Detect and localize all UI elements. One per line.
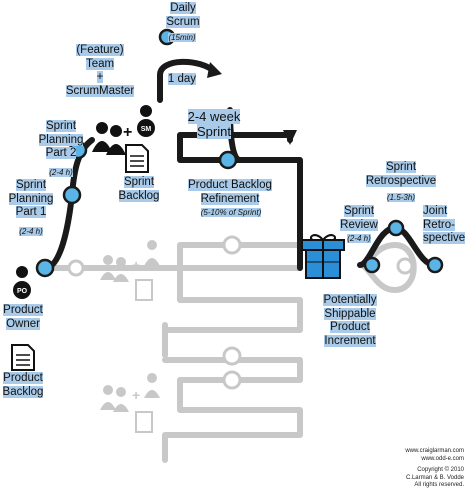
label-sprint-retrospective-time: (1.5-3h): [386, 193, 415, 202]
credit-rights: All rights reserved.: [414, 482, 464, 488]
label-sprint-planning-2: Sprint Planning Part 2: [38, 120, 84, 160]
svg-text:+: +: [132, 387, 140, 403]
label-joint-retrospective: Joint Retro- spective: [423, 205, 466, 245]
product-backlog-document-icon: [11, 344, 35, 371]
svg-text:+: +: [123, 124, 132, 141]
node-joint-retrospective: [426, 256, 444, 274]
node-sprint-retrospective: [387, 219, 405, 237]
credit-authors: C.Larman & B. Vodde: [405, 474, 464, 481]
label-daily-scrum-time: (15min): [168, 33, 196, 42]
gift-box-icon: [301, 234, 345, 279]
faded-nodes: [67, 235, 414, 390]
sprint-backlog-document-icon: [125, 144, 149, 173]
label-backlog-refinement-time: (5-10% of Sprint): [200, 208, 262, 217]
po-badge: PO: [17, 288, 28, 295]
label-product-backlog: Product Backlog: [2, 372, 44, 398]
faded-team-icon: + +: [100, 240, 160, 433]
label-sprint-backlog: Sprint Backlog: [118, 176, 160, 202]
label-sprint-planning-1: Sprint Planning Part 1: [8, 179, 54, 219]
node-product-owner: [35, 258, 55, 278]
sm-badge: SM: [141, 126, 152, 133]
credit-site-2: www.odd-e.com: [421, 455, 464, 462]
person-icon: [13, 266, 31, 299]
label-sprint-review: Sprint Review: [340, 205, 378, 231]
label-feature-team: (Feature) Team + ScrumMaster: [65, 44, 135, 97]
label-one-day: 1 day: [167, 73, 197, 85]
team-icon: +: [92, 105, 155, 155]
faded-future-sprints: [42, 242, 417, 463]
label-sprint-review-time: (2-4 h): [347, 234, 371, 243]
label-sprint-retrospective: Sprint Retrospective: [365, 161, 437, 187]
label-product-owner: Product Owner: [3, 304, 43, 330]
node-sprint-review: [363, 256, 381, 274]
label-sprint-planning-1-time: (2-4 h): [19, 227, 43, 236]
credit-copyright: Copyright © 2010: [417, 467, 464, 473]
label-sprint-planning-2-time: (2-4 h): [49, 168, 73, 177]
label-backlog-refinement: Product Backlog Refinement: [188, 179, 272, 205]
active-nodes: [35, 28, 444, 278]
label-sprint-length: 2-4 week Sprint: [187, 109, 241, 140]
svg-text:+: +: [132, 257, 140, 273]
label-daily-scrum: Daily Scrum: [166, 2, 200, 28]
arrowheads: [207, 62, 297, 145]
node-sprint-planning-1: [62, 185, 82, 205]
node-backlog-refinement: [218, 150, 238, 170]
credits: www.craiglarman.com www.odd-e.com Copyri…: [384, 448, 464, 490]
credit-site-1: www.craiglarman.com: [405, 448, 464, 454]
label-potentially-shippable-increment: Potentially Shippable Product Increment: [323, 294, 377, 347]
